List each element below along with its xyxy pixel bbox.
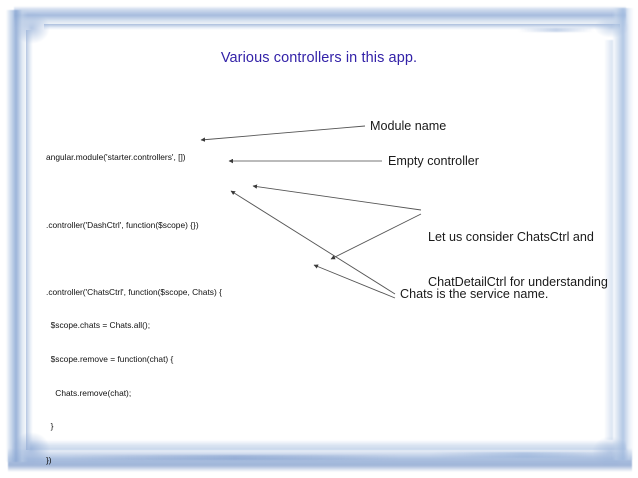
code-line-blank <box>46 253 376 264</box>
code-listing: angular.module('starter.controllers', []… <box>46 130 376 478</box>
annotation-consider-controllers: Let us consider ChatsCtrl and ChatDetail… <box>428 200 608 320</box>
code-line: } <box>46 421 54 432</box>
frame-corner-top-left <box>4 4 50 44</box>
frame-edge-left <box>6 10 28 462</box>
code-line: .controller('ChatsCtrl', function($scope… <box>46 286 222 297</box>
annotation-empty-controller: Empty controller <box>388 154 479 168</box>
frame-corner-top-right <box>594 2 638 38</box>
frame-streak-bottom-right <box>430 452 620 458</box>
annotation-chats-service: Chats is the service name. <box>400 287 549 301</box>
frame-edge-right <box>612 8 634 460</box>
frame-edge-top <box>14 6 626 28</box>
code-line-blank <box>46 186 376 197</box>
frame-corner-bottom-right <box>592 436 638 476</box>
frame-corner-bottom-left <box>2 432 50 474</box>
frame-edge-top-inner <box>44 24 620 30</box>
code-line: $scope.chats = Chats.all(); <box>46 320 151 331</box>
annotation-consider-line1: Let us consider ChatsCtrl and <box>428 230 594 244</box>
frame-streak-top <box>518 28 594 32</box>
code-line: }) <box>46 454 52 465</box>
code-line: $scope.remove = function(chat) { <box>46 353 174 364</box>
annotation-consider-line2: ChatDetailCtrl for understanding <box>428 275 608 289</box>
code-line: .controller('DashCtrl', function($scope)… <box>46 219 199 230</box>
page-title: Various controllers in this app. <box>220 50 418 66</box>
code-line: Chats.remove(chat); <box>46 387 132 398</box>
annotation-module-name: Module name <box>370 119 447 133</box>
code-line: angular.module('starter.controllers', []… <box>46 152 186 163</box>
frame-edge-left-inner <box>26 30 33 450</box>
